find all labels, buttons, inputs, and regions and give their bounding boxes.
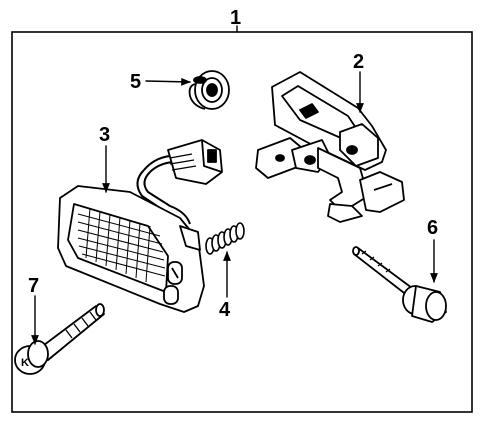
callout-7-label: 7 [28,275,39,297]
spring [205,222,245,255]
flange-bolt [352,246,447,323]
callout-4: 4 [219,251,231,321]
callout-5-label: 5 [130,71,141,93]
mounting-bracket [255,71,405,223]
callout-3-label: 3 [99,124,110,146]
side-marker-lamp [57,139,223,313]
callout-1: 1 [230,7,241,33]
callout-6-label: 6 [427,217,438,239]
assembly-frame [11,31,473,413]
callout-2-label: 2 [353,51,364,73]
callout-6: 6 [427,217,438,283]
screw: K [14,303,105,375]
callout-1-label: 1 [230,7,241,29]
callout-5: 5 [130,71,191,93]
callout-4-label: 4 [219,299,231,321]
callout-3: 3 [99,124,110,193]
screw-head-mark: K [21,357,29,369]
grommet [188,70,230,110]
callout-2: 2 [353,51,364,113]
callout-7: 7 [28,275,39,345]
